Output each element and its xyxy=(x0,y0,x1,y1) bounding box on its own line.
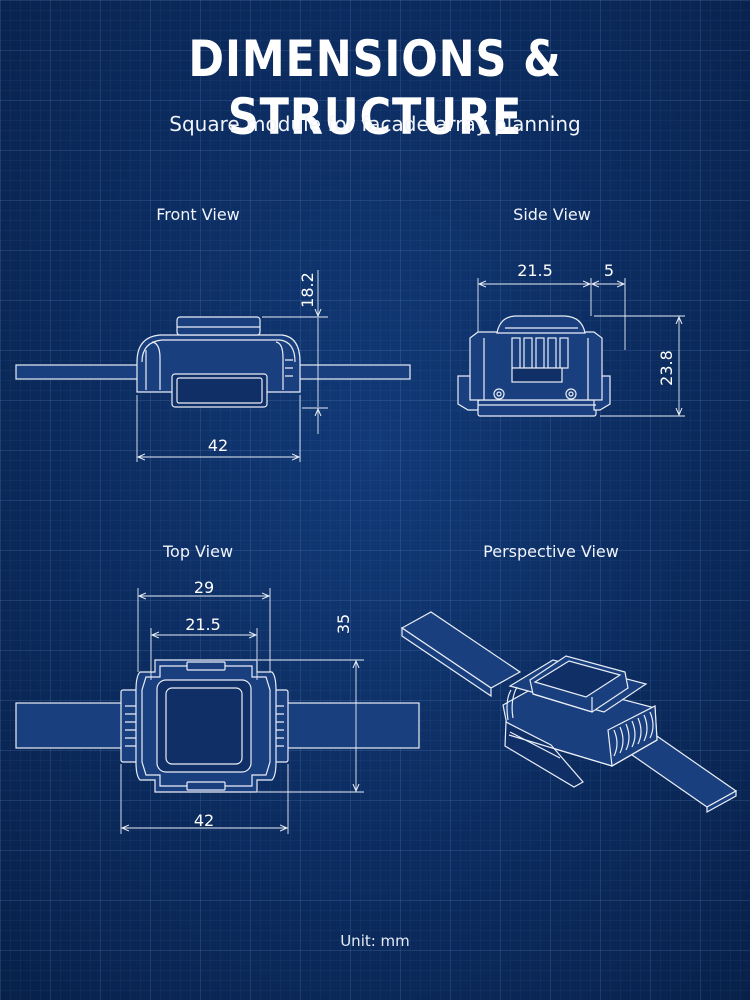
top-view-drawing: 29 21.5 35 42 xyxy=(15,578,420,834)
top-width-dimension: 42 xyxy=(194,811,214,830)
side-height-dimension: 23.8 xyxy=(657,350,676,386)
perspective-view-label: Perspective View xyxy=(483,542,619,561)
top-outer-width-dimension: 29 xyxy=(194,578,214,597)
top-height-dimension: 35 xyxy=(334,614,353,634)
page-title: DIMENSIONS & STRUCTURE xyxy=(188,30,562,146)
top-view-label: Top View xyxy=(162,542,234,561)
side-offset-dimension: 5 xyxy=(604,261,614,280)
front-view-drawing: 42 18.2 xyxy=(15,270,411,462)
front-view-label: Front View xyxy=(156,205,240,224)
side-depth-dimension: 21.5 xyxy=(517,261,553,280)
top-inner-width-dimension: 21.5 xyxy=(185,615,221,634)
side-view-label: Side View xyxy=(513,205,591,224)
front-height-dimension: 18.2 xyxy=(298,272,317,308)
side-view-drawing: 21.5 5 23.8 xyxy=(457,261,685,417)
page-subtitle: Square module for facade array planning xyxy=(169,112,581,136)
front-width-dimension: 42 xyxy=(208,436,228,455)
perspective-view-drawing xyxy=(400,611,738,814)
unit-label: Unit: mm xyxy=(340,932,410,950)
